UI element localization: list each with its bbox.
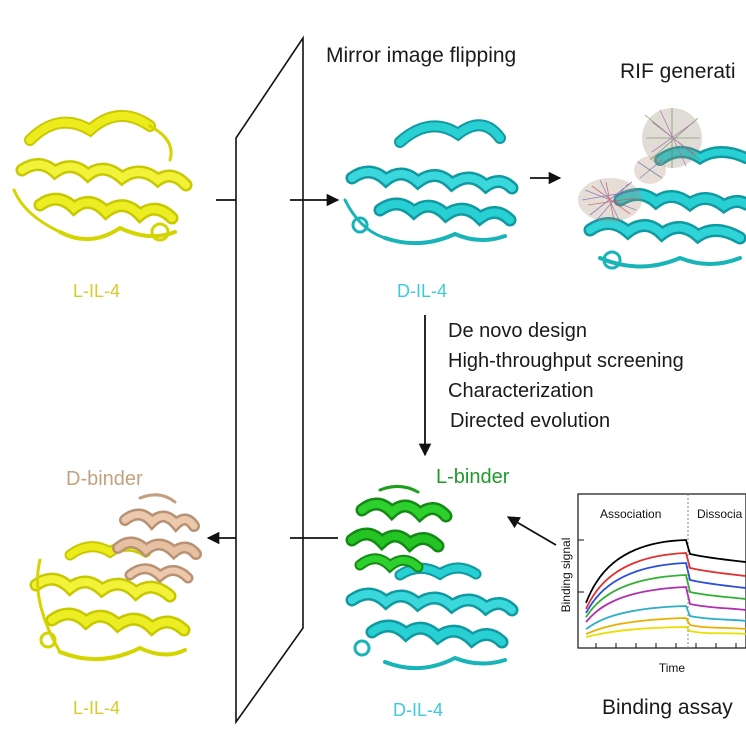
y-ticks — [578, 539, 584, 593]
l-binder-label: L-binder — [436, 466, 510, 488]
l-il4-bottom-label: L-IL-4 — [73, 698, 121, 718]
protein-l-binder — [345, 485, 453, 574]
step-characterization: Characterization — [448, 380, 594, 402]
protein-d-binder — [112, 493, 202, 584]
d-binder-label: D-binder — [66, 468, 143, 490]
binding-chart: Association Dissocia Binding signal Time — [559, 493, 746, 675]
chart-x-label: Time — [659, 661, 686, 675]
binding-curves — [585, 539, 746, 638]
rif-label: RIF generati — [620, 60, 736, 83]
step-high-throughput-screening: High-throughput screening — [448, 350, 684, 372]
chart-y-label: Binding signal — [559, 538, 573, 613]
binding-curve-1 — [585, 552, 746, 610]
binding-curve-6 — [585, 617, 746, 635]
d-il4-top-label: D-IL-4 — [397, 281, 448, 301]
chart-dissociation-label: Dissocia — [697, 507, 743, 521]
binding-curve-3 — [585, 574, 746, 618]
arrow-assay-to-binder — [506, 516, 557, 546]
protein-l-il4-bottom — [29, 540, 191, 662]
binding-curve-2 — [585, 562, 746, 614]
mirror-label: Mirror image flipping — [326, 44, 517, 67]
binding-curve-7 — [585, 626, 746, 638]
design-steps: De novo design High-throughput screening… — [448, 316, 684, 436]
chart-frame — [577, 493, 746, 649]
binding-curve-4 — [585, 586, 746, 623]
l-il4-top-label: L-IL-4 — [73, 281, 121, 301]
binding-assay-label: Binding assay — [602, 696, 733, 719]
protein-d-il4-bottom — [345, 562, 519, 671]
x-ticks — [595, 643, 737, 648]
chart-association-label: Association — [600, 507, 661, 521]
rif-mesh — [578, 108, 702, 223]
d-il4-bottom-label: D-IL-4 — [393, 700, 444, 720]
protein-d-il4-top — [343, 119, 519, 246]
protein-rif — [583, 146, 746, 270]
binding-curve-0 — [585, 539, 746, 604]
mirror-plane — [235, 35, 304, 725]
binding-curve-5 — [585, 605, 746, 630]
protein-l-il4-top — [12, 109, 193, 242]
step-directed-evolution: Directed evolution — [450, 410, 611, 432]
step-de-novo-design: De novo design — [448, 320, 587, 342]
